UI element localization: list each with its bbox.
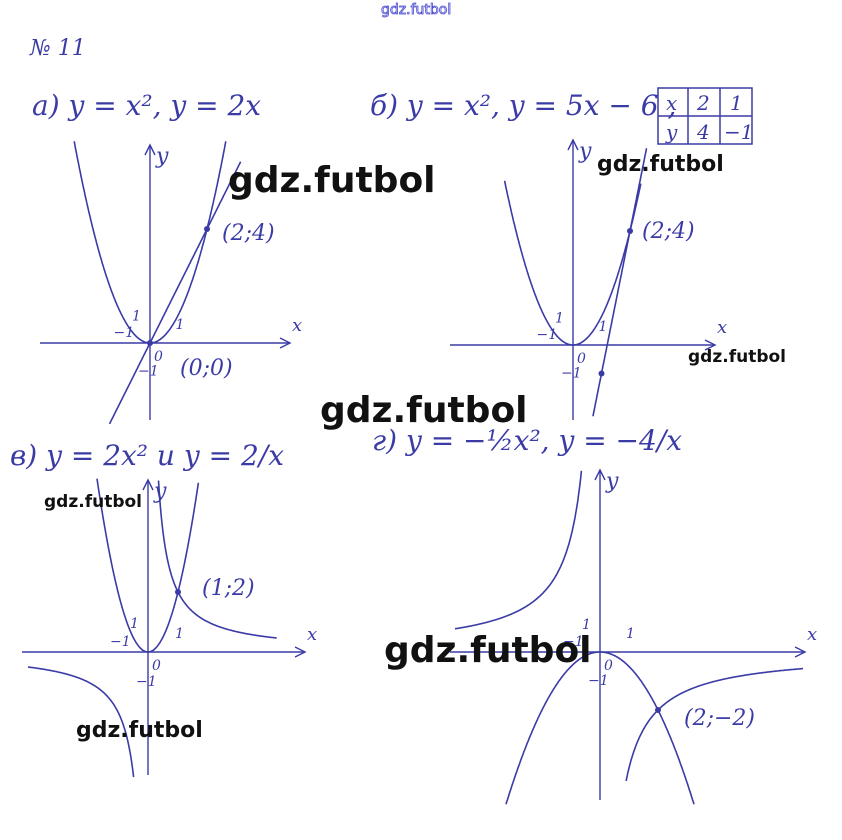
tick-label: 1 bbox=[175, 626, 184, 642]
tick-label: −1 bbox=[138, 364, 159, 380]
intersection-point bbox=[627, 228, 633, 234]
point-label-a: (2;4) bbox=[222, 221, 275, 246]
point-label-b: (2;4) bbox=[642, 219, 695, 244]
tick-label: −1 bbox=[110, 634, 131, 650]
tick-label: −1 bbox=[561, 366, 582, 382]
intersection-point bbox=[598, 370, 605, 377]
tick-label: 1 bbox=[130, 616, 139, 632]
y-axis-arrow-icon bbox=[144, 143, 156, 156]
tick-label: −1 bbox=[588, 673, 609, 689]
part-g-title: г) y = −½x², y = −4/x bbox=[372, 424, 682, 457]
tick-label: −1 bbox=[537, 327, 558, 343]
x-axis-label: x bbox=[307, 624, 317, 645]
tick-label: 1 bbox=[626, 626, 635, 642]
part-a-title: а) y = x², y = 2x bbox=[32, 89, 261, 122]
x-axis-arrow-icon bbox=[704, 339, 717, 351]
part-b-table: x y 2 1 4 −1 bbox=[657, 87, 753, 145]
tick-label: 1 bbox=[555, 311, 564, 327]
watermark: gdz.futbol bbox=[44, 492, 142, 512]
point-label-a-origin: (0;0) bbox=[180, 356, 233, 381]
intersection-point bbox=[204, 226, 210, 232]
tick-label: −1 bbox=[563, 634, 584, 650]
intersection-point bbox=[147, 340, 153, 346]
x-axis-arrow-icon bbox=[294, 646, 307, 658]
hyperbola-curve bbox=[27, 666, 135, 778]
y-axis-label: y bbox=[155, 144, 169, 169]
tick-label: 1 bbox=[599, 319, 608, 335]
table-y-value: −1 bbox=[724, 120, 753, 144]
tick-label: 0 bbox=[152, 658, 161, 674]
parabola-curve bbox=[503, 180, 642, 346]
y-axis-label: y bbox=[605, 469, 619, 494]
line-curve bbox=[108, 161, 242, 425]
tick-label: 0 bbox=[154, 349, 163, 365]
y-axis-label: y bbox=[578, 139, 592, 164]
watermark-top: gdz.futbol bbox=[381, 2, 452, 19]
part-b-title: б) y = x², y = 5x − 6 , bbox=[370, 89, 676, 122]
parabola-curve bbox=[96, 478, 200, 653]
tick-label: −1 bbox=[136, 674, 157, 690]
tick-label: 0 bbox=[604, 658, 613, 674]
tick-label: 1 bbox=[176, 317, 185, 333]
y-axis-arrow-icon bbox=[594, 468, 606, 481]
intersection-point bbox=[655, 707, 661, 713]
hyperbola-curve bbox=[454, 470, 583, 630]
watermark: gdz.futbol bbox=[597, 152, 724, 177]
parabola-curve bbox=[505, 651, 695, 805]
tick-label: 1 bbox=[582, 617, 591, 633]
table-x-value: 2 bbox=[696, 91, 710, 115]
tick-label: 0 bbox=[577, 351, 586, 367]
hyperbola-curve bbox=[625, 667, 803, 782]
y-axis-arrow-icon bbox=[142, 478, 154, 491]
intersection-point bbox=[175, 589, 181, 595]
watermark: gdz.futbol bbox=[320, 390, 528, 431]
tick-label: 1 bbox=[132, 309, 141, 325]
point-label-v: (1;2) bbox=[202, 576, 255, 601]
part-v-title: в) y = 2x² и y = 2/x bbox=[10, 439, 284, 472]
table-x-label: x bbox=[666, 91, 677, 115]
x-axis-label: x bbox=[717, 317, 727, 338]
x-axis-arrow-icon bbox=[279, 337, 292, 349]
x-axis-arrow-icon bbox=[794, 646, 807, 658]
x-axis-label: x bbox=[807, 624, 817, 645]
table-y-value: 4 bbox=[696, 120, 710, 144]
hyperbola-curve bbox=[157, 480, 277, 639]
y-axis-arrow-icon bbox=[567, 138, 579, 151]
watermark: gdz.futbol bbox=[688, 347, 786, 367]
x-axis-label: x bbox=[292, 315, 302, 336]
problem-number: № 11 bbox=[29, 36, 86, 61]
watermark: gdz.futbol bbox=[384, 630, 592, 671]
watermark: gdz.futbol bbox=[228, 160, 436, 201]
tick-label: −1 bbox=[114, 325, 135, 341]
table-y-label: y bbox=[665, 120, 678, 144]
table-x-value: 1 bbox=[730, 91, 743, 115]
watermark: gdz.futbol bbox=[76, 718, 203, 743]
point-label-g: (2;−2) bbox=[684, 706, 755, 731]
